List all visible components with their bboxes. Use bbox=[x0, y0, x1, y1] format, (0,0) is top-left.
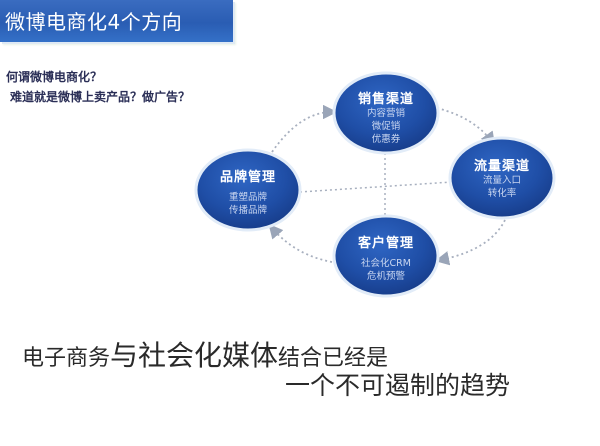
arrow-traffic-to-customer bbox=[434, 219, 506, 266]
node-item: 重塑品牌 bbox=[228, 192, 267, 203]
node-item: 传播品牌 bbox=[228, 205, 267, 216]
question-line-2: 难道就是微博上卖产品？做广告？ bbox=[10, 90, 191, 104]
slogan-line-1: 电子商务与社会化媒体结合已经是 bbox=[22, 334, 388, 374]
node-item: 优惠券 bbox=[371, 134, 401, 145]
arrow-customer-to-brand bbox=[268, 223, 333, 263]
node-item: 微促销 bbox=[371, 121, 401, 132]
slogan-part-3: 结合已经是 bbox=[278, 346, 389, 371]
traffic-channel-ellipse bbox=[448, 136, 556, 220]
node-item: 危机预警 bbox=[366, 271, 405, 282]
brand-management-ellipse bbox=[194, 148, 302, 232]
horizontal-connector bbox=[299, 181, 453, 193]
customer-management-ellipse bbox=[332, 214, 440, 298]
sales-channel-ellipse bbox=[332, 71, 440, 155]
node-item: 内容营销 bbox=[366, 108, 405, 119]
node-item: 社会化CRM bbox=[361, 258, 411, 269]
slide-title: 微博电商化4个方向 bbox=[5, 10, 183, 34]
arrow-brand-to-sales bbox=[271, 104, 338, 153]
node-title: 流量渠道 bbox=[473, 159, 530, 174]
arrow-sales-to-traffic bbox=[436, 107, 496, 147]
node-title: 销售渠道 bbox=[357, 92, 414, 107]
slogan-part-2: 与社会化媒体 bbox=[110, 339, 279, 372]
node-traffic-channel: 流量渠道 流量入口 转化率 bbox=[452, 155, 552, 200]
slogan-line-2: 一个不可遏制的趋势 bbox=[285, 371, 511, 400]
question-line-1: 何谓微博电商化？ bbox=[6, 70, 103, 84]
node-sales-channel: 销售渠道 内容营销 微促销 优惠券 bbox=[336, 88, 436, 146]
node-title: 客户管理 bbox=[357, 236, 414, 251]
node-item: 转化率 bbox=[487, 188, 517, 199]
node-item: 流量入口 bbox=[482, 175, 521, 186]
node-customer-management: 客户管理 社会化CRM 危机预警 bbox=[336, 232, 436, 283]
title-bar: 微博电商化4个方向 bbox=[0, 0, 233, 42]
slogan-part-1: 电子商务 bbox=[22, 346, 111, 371]
node-brand-management: 品牌管理 重塑品牌 传播品牌 bbox=[198, 166, 298, 217]
node-title: 品牌管理 bbox=[219, 170, 276, 185]
